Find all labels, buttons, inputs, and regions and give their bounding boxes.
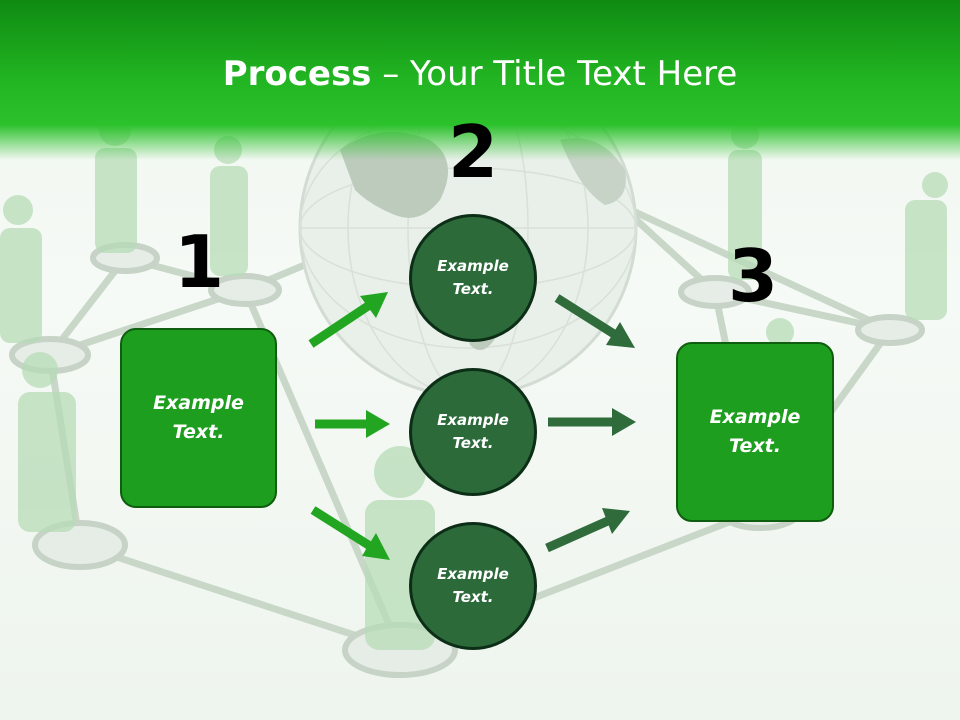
slide-title: Process – Your Title Text Here: [0, 52, 960, 96]
step-number-3: 3: [727, 234, 779, 318]
circle-bottom-line2: Text.: [452, 588, 494, 606]
circle-middle-line2: Text.: [452, 434, 494, 452]
step-number-2: 2: [447, 110, 499, 194]
step-3-text-line2: Text.: [729, 435, 781, 457]
circle-top-line1: Example: [437, 257, 509, 275]
step-3-text-line1: Example: [709, 406, 801, 428]
title-rest: – Your Title Text Here: [371, 54, 738, 94]
header-bar: [0, 0, 960, 160]
circle-top-line2: Text.: [452, 280, 494, 298]
step-1-text-line2: Text.: [172, 421, 225, 443]
title-bold: Process: [222, 54, 372, 94]
circle-middle-line1: Example: [437, 411, 509, 429]
circle-bottom-line1: Example: [437, 565, 509, 583]
step-1-text-line1: Example: [153, 392, 244, 414]
step-number-1: 1: [173, 220, 225, 304]
